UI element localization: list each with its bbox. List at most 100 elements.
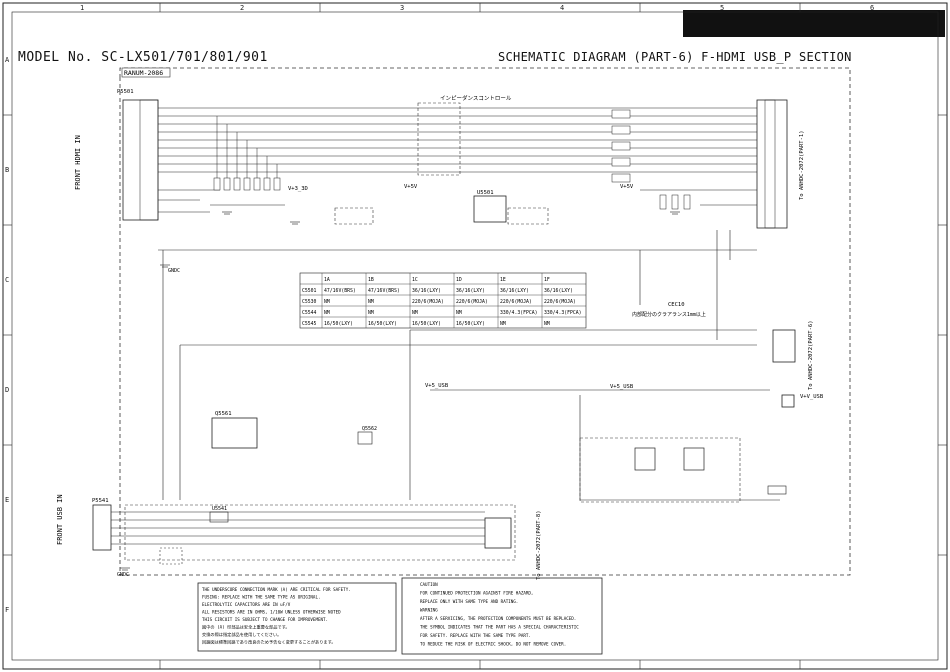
table-cell: 36/16(LXY) [456,288,485,294]
table-header-cell: 1F [544,277,550,283]
table-cell: NM [544,321,550,327]
table-cell: NM [500,321,506,327]
net-label: V+5_USB [610,384,634,390]
notes-box-left [197,582,397,652]
usb-switch-region [579,437,741,503]
net-box-5v [767,485,787,495]
note-line: 交換の際は指定部品を使用してください。 [202,631,281,638]
front-hdmi-label: FRONT HDMI IN [74,135,82,190]
grid-row-label: E [5,496,9,504]
impedance-note: インピーダンスコントロール [440,94,512,102]
grid-col-label: 6 [870,4,874,12]
note-line: THIS CIRCUIT IS SUBJECT TO CHANGE FOR IM… [202,617,328,622]
note-line: WARNING [420,608,438,613]
usb-vbus-connector [781,394,795,408]
grid-col-label: 2 [240,4,244,12]
table-cell: 16/50(LXY) [368,321,397,327]
table-cell: 16/50(LXY) [412,321,441,327]
note-line: ELECTROLYTIC CAPACITORS ARE IN uF/V [202,602,291,607]
table-cell: 36/16(LXY) [544,288,573,294]
table-cell: NM [368,299,374,305]
table-cell: 16/50(LXY) [456,321,485,327]
table-cell: NM [412,310,418,316]
table-cell: 36/16(LXY) [412,288,441,294]
net-label: V+5_USB [425,383,449,389]
part-ref: U5501 [477,190,494,196]
note-line: ALL RESISTORS ARE IN OHMS, 1/10W UNLESS … [202,610,341,615]
grid-ticks [3,3,947,669]
note-line: FOR CONTINUED PROTECTION AGAINST FIRE HA… [420,591,533,596]
net-label: V+5V [620,184,634,190]
table-cell: 47/16V(BRS) [324,288,356,294]
conn-ref: P5541 [92,498,109,504]
header-black-bar [683,10,945,37]
grid-col-label: 5 [720,4,724,12]
table-header-cell: 1A [324,277,330,283]
hdmi-connector-right [756,99,788,229]
note-line: TO REDUCE THE RISK OF ELECTRIC SHOCK, DO… [420,642,566,647]
board-outline [119,67,851,576]
table-header-cell: 1D [456,277,462,283]
common-mode-choke [209,511,229,523]
cec-note: 内部配分のクラアランス1mm以上 [632,311,706,318]
table-cell: 47/16V(BRS) [368,288,400,294]
table-header-cell: 1C [412,277,418,283]
table-cell: 330/4.3(FPCA) [500,310,538,316]
table-border [299,272,587,329]
guard-region-left [334,207,374,225]
note-line: REPLACE ONLY WITH SAME TYPE AND RATING. [420,599,518,604]
note-line: 図中の (A) 印部品は安全上重要な部品です。 [202,624,290,631]
model-number: MODEL No. SC-LX501/701/801/901 [18,50,268,65]
usb-diff-region [124,504,516,561]
table-cell: NM [456,310,462,316]
note-line: AFTER A SERVICING, THE PROTECTION COMPON… [420,616,576,621]
note-line: 回路図は標準回路であり改良のため予告なく変更することがあります。 [202,639,336,646]
table-cell: 36/16(LXY) [500,288,529,294]
usb-connector-front [92,504,112,551]
note-line: THE SYMBOL INDICATES THAT THE PART HAS A… [420,625,579,630]
front-usb-label: FRONT USB IN [56,494,64,545]
notes-box-right [401,577,603,655]
usb-connector-out [484,517,512,549]
grid-col-label: 3 [400,4,404,12]
diagram-title: SCHEMATIC DIAGRAM (PART-6) F-HDMI USB_P … [498,50,852,64]
impedance-region [417,102,461,176]
table-cell: 330/4.3(FPCA) [544,310,582,316]
part-ref: Q5561 [215,411,232,417]
net-label: CEC10 [668,302,685,308]
grid-col-label: 1 [80,4,84,12]
to-hdmi-label: To ANHDC-2072(PART-1) [799,130,805,200]
inner-border [11,11,939,661]
guard-region-right [507,207,549,225]
ic-u5501 [473,195,507,223]
net-label: V+3_3D [288,186,308,192]
to-usb2-label: To ANHDC-2072(PART-8) [536,510,542,580]
table-cell: 220/6(MOJA) [500,299,532,305]
grid-row-label: D [5,386,9,394]
board-name: RANUM-2086 [124,69,163,77]
to-usb-label: To ANHDC-2072(PART-6) [808,320,814,390]
grid-row-label: C [5,276,9,284]
note-line: FOR SAFETY. REPLACE WITH THE SAME TYPE P… [420,633,531,638]
hdmi-bus [158,107,757,251]
table-cell: C5545 [302,321,317,327]
ic-q5562 [357,431,373,445]
keepout-box [159,547,183,565]
ic-q5561 [211,417,258,449]
esd-array-right [611,109,691,210]
hdmi-connector-left [122,99,159,221]
table-cell: 220/6(MOJA) [544,299,576,305]
net-label: V+5V [404,184,418,190]
esd-array-left [210,116,285,206]
table-header-cell: 1B [368,277,374,283]
note-line: FUSING: REPLACE WITH THE SAME TYPE AS OR… [202,595,321,600]
table-cell: NM [368,310,374,316]
ic-usb-switch-right [683,447,705,471]
conn-ref: P5501 [117,89,134,95]
grid-row-label: A [5,56,10,64]
